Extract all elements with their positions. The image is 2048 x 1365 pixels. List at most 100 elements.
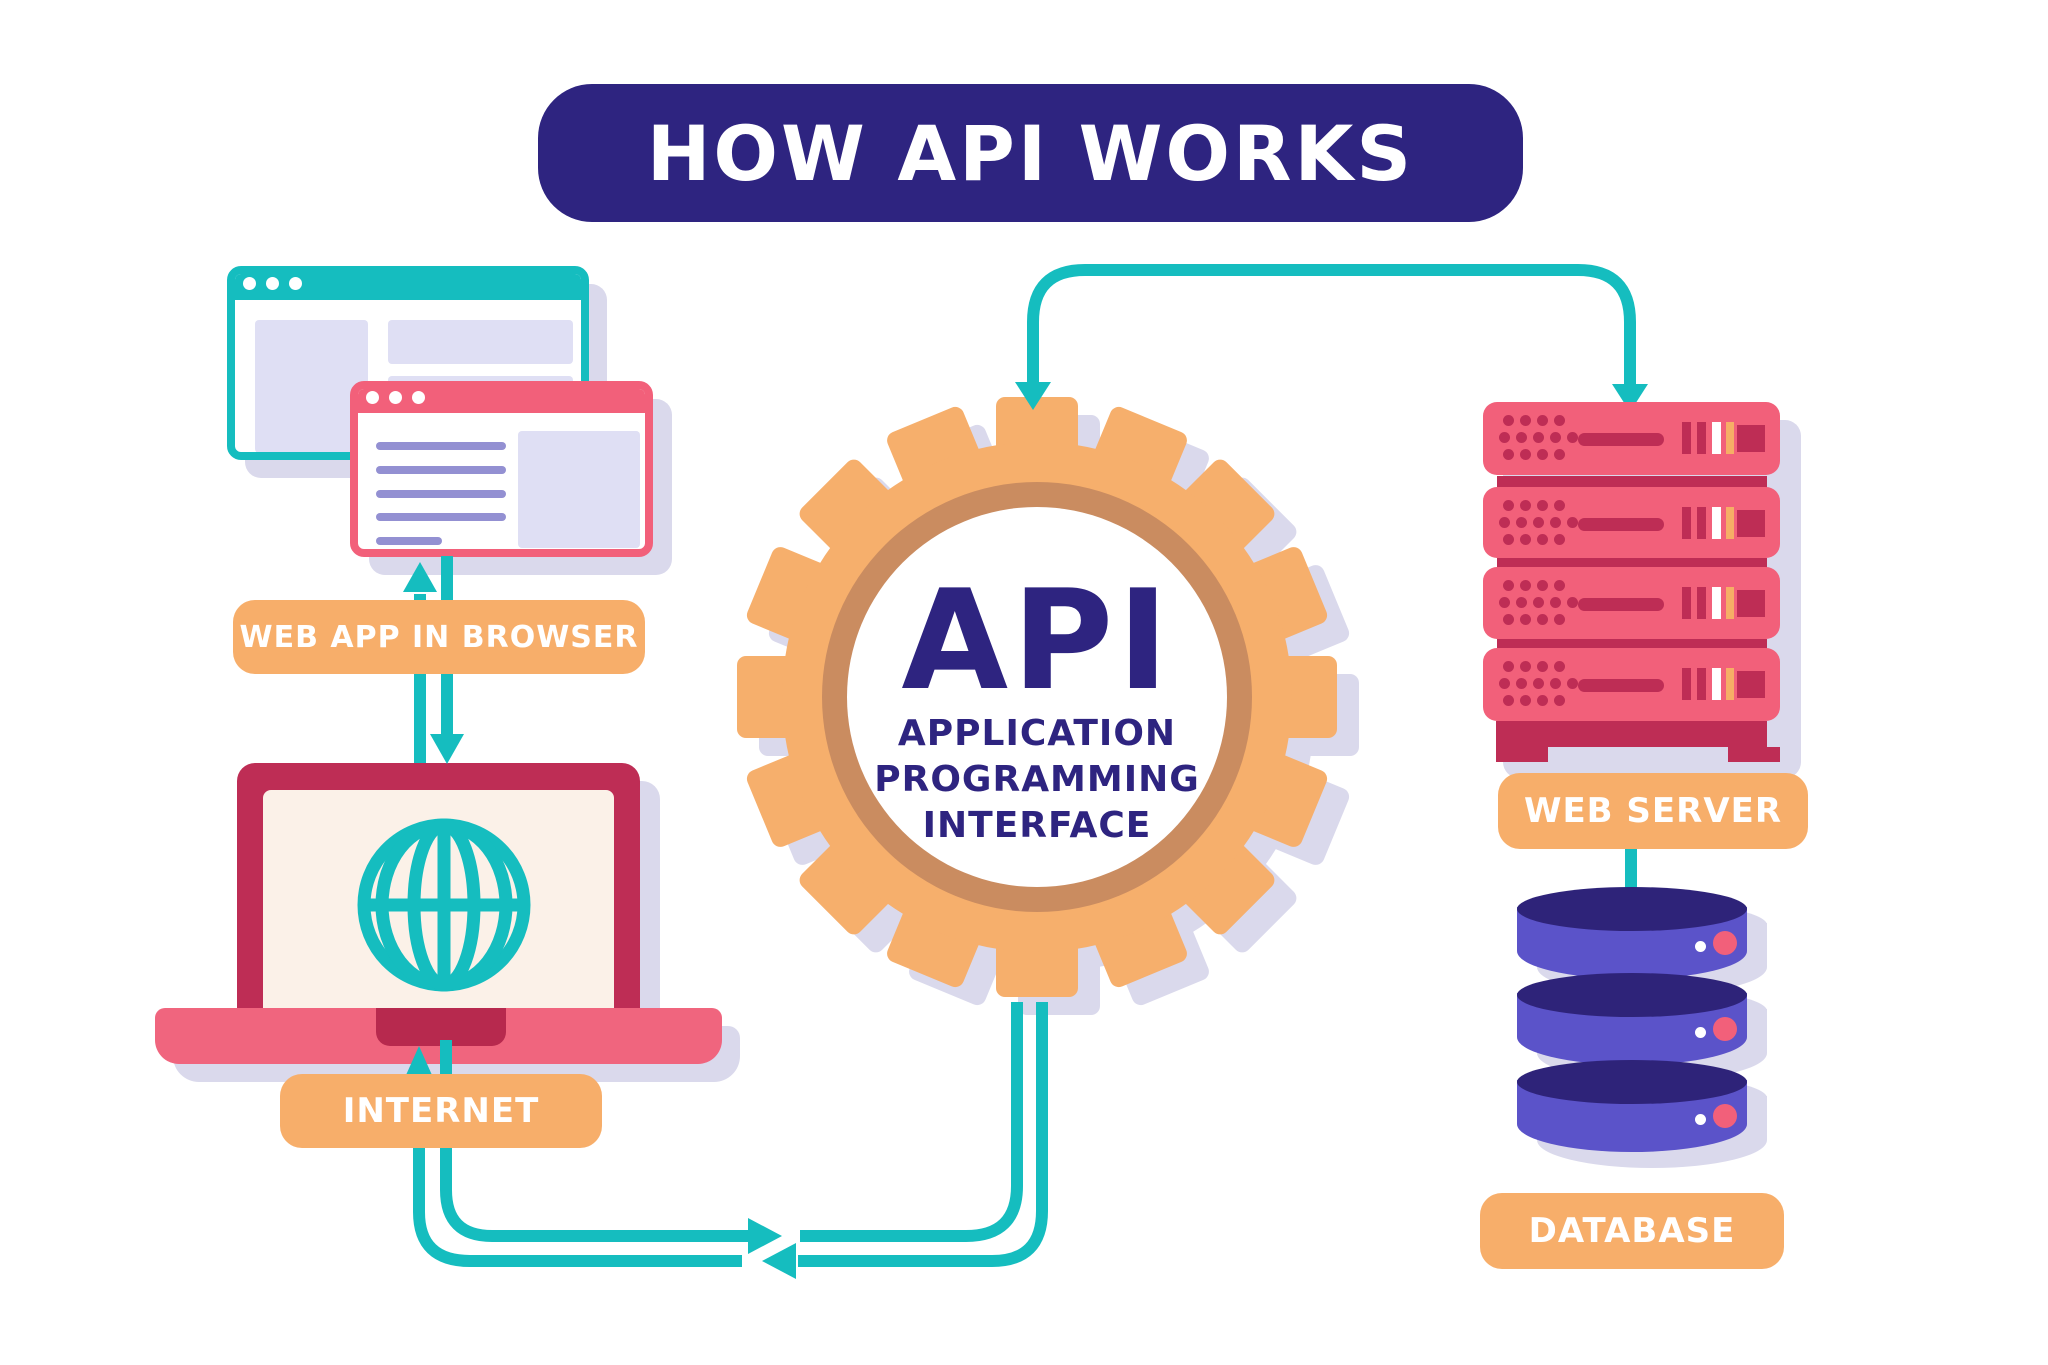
server-vent-dots: [1483, 487, 1780, 558]
server-vent-dots: [1483, 648, 1780, 721]
window-dot-icon: [366, 390, 379, 404]
vent-dot: [1567, 432, 1578, 443]
content-placeholder-block: [388, 320, 573, 364]
arrow-right-icon: [748, 1218, 782, 1254]
vent-dot: [1537, 580, 1548, 591]
vent-dot: [1499, 517, 1510, 528]
vent-dot: [1554, 661, 1565, 672]
database-cylinder-icon: [1517, 1060, 1747, 1152]
window-dot-icon: [412, 390, 425, 404]
connector-gear-server: [1027, 264, 1636, 386]
status-dot: [1713, 931, 1737, 955]
server-unit: [1483, 567, 1780, 639]
page-title: HOW API WORKS: [646, 108, 1415, 198]
laptop-icon: [237, 763, 640, 1040]
text-line-placeholder: [376, 513, 506, 521]
api-subtitle-line: APPLICATION: [897, 713, 1177, 754]
api-subtitle-line: PROGRAMMING: [874, 759, 1200, 800]
server-slot-bar: [1578, 598, 1664, 611]
vent-dot: [1554, 580, 1565, 591]
server-foot: [1728, 747, 1780, 762]
text-line-placeholder: [376, 537, 442, 545]
vent-dot: [1520, 661, 1531, 672]
server-led: [1712, 422, 1721, 454]
vent-dot: [1554, 500, 1565, 511]
server-led: [1682, 507, 1691, 539]
text-line-placeholder: [376, 490, 506, 498]
cylinder-top: [1517, 1060, 1747, 1104]
laptop-hinge-notch: [376, 1008, 506, 1046]
vent-dot: [1550, 432, 1561, 443]
database-cylinder-icon: [1517, 973, 1747, 1065]
vent-dot: [1499, 432, 1510, 443]
server-led: [1697, 587, 1706, 619]
vent-dot: [1520, 614, 1531, 625]
vent-dot: [1554, 415, 1565, 426]
label-web-server: WEB SERVER: [1498, 773, 1808, 849]
status-dot: [1695, 1114, 1706, 1125]
window-dot-icon: [289, 276, 302, 290]
server-unit: [1483, 487, 1780, 558]
server-vent-dots: [1483, 567, 1780, 639]
title-banner: HOW API WORKS: [538, 84, 1523, 222]
vent-dot: [1533, 517, 1544, 528]
connector-laptop-to-gear: [800, 1002, 1023, 1242]
vent-dot: [1503, 614, 1514, 625]
gear-center-circle: [847, 507, 1227, 887]
vent-dot: [1516, 597, 1527, 608]
label-text: DATABASE: [1528, 1211, 1736, 1251]
vent-dot: [1533, 597, 1544, 608]
vent-dot: [1520, 449, 1531, 460]
vent-dot: [1537, 500, 1548, 511]
window-dot-icon: [243, 276, 256, 290]
cylinder-top: [1517, 887, 1747, 931]
server-led: [1726, 587, 1734, 619]
server-led: [1697, 507, 1706, 539]
status-dot: [1713, 1017, 1737, 1041]
vent-dot: [1550, 517, 1561, 528]
server-slot-bar: [1578, 518, 1664, 531]
server-led: [1697, 422, 1706, 454]
vent-dot: [1537, 661, 1548, 672]
label-text: INTERNET: [342, 1091, 540, 1131]
vent-dot: [1537, 415, 1548, 426]
vent-dot: [1503, 661, 1514, 672]
server-led: [1712, 668, 1721, 700]
server-slot-bar: [1578, 679, 1664, 692]
arrow-down-icon: [430, 734, 464, 764]
globe-icon: [357, 818, 531, 992]
content-placeholder-block: [255, 320, 368, 452]
label-text: WEB APP IN BROWSER: [239, 619, 639, 655]
vent-dot: [1516, 678, 1527, 689]
window-dot-icon: [389, 390, 402, 404]
vent-dot: [1567, 678, 1578, 689]
text-line-placeholder: [376, 466, 506, 474]
server-led: [1726, 422, 1734, 454]
server-rack-icon: [1483, 402, 1783, 764]
status-dot: [1695, 1027, 1706, 1038]
database-cylinder-icon: [1517, 887, 1747, 979]
vent-dot: [1503, 500, 1514, 511]
server-led: [1726, 507, 1734, 539]
server-unit: [1483, 402, 1780, 475]
server-foot: [1496, 747, 1548, 762]
server-led: [1682, 422, 1691, 454]
vent-dot: [1499, 597, 1510, 608]
server-port: [1737, 590, 1765, 617]
vent-dot: [1567, 597, 1578, 608]
vent-dot: [1503, 695, 1514, 706]
window-titlebar: [358, 389, 645, 413]
rack-stripe: [1497, 639, 1767, 649]
label-internet: INTERNET: [280, 1074, 602, 1148]
server-port: [1737, 425, 1765, 452]
server-port: [1737, 510, 1765, 537]
window-titlebar: [235, 274, 581, 300]
vent-dot: [1499, 678, 1510, 689]
server-led: [1712, 587, 1721, 619]
vent-dot: [1537, 449, 1548, 460]
vent-dot: [1503, 534, 1514, 545]
rack-stripe: [1497, 558, 1767, 568]
api-acronym: API: [901, 560, 1173, 721]
vent-dot: [1503, 449, 1514, 460]
